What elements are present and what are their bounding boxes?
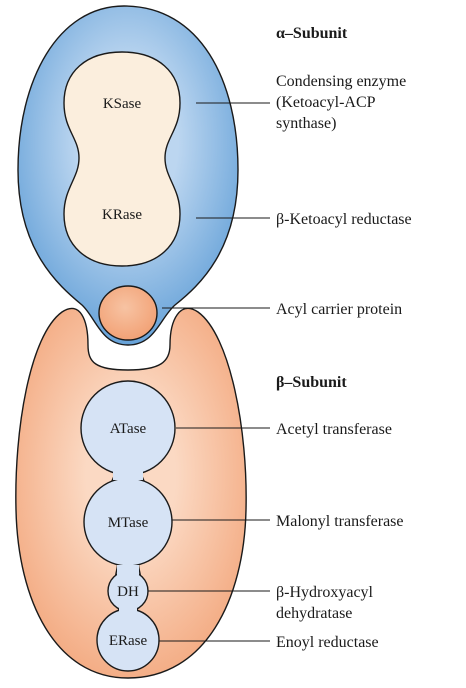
beta-subunit-heading: β–Subunit [276,374,347,391]
acyl-carrier-protein [99,286,157,340]
label-line: synthase) [276,115,336,132]
label-line: β-Hydroxyacyl [276,584,374,601]
malonyl-transferase-label: Malonyl transferase [276,513,404,530]
dh-label: DH [117,584,139,600]
ketoacyl-reductase-label: β-Ketoacyl reductase [276,211,412,228]
label-line: Condensing enzyme [276,73,406,90]
krase-label: KRase [102,207,142,223]
mtase-label: MTase [108,515,149,531]
ksase-label: KSase [103,96,142,112]
atase-label: ATase [110,421,147,437]
condensing-enzyme-label: Condensing enzyme (Ketoacyl-ACP synthase) [276,73,406,132]
erase-label: ERase [109,633,148,649]
acetyl-transferase-label: Acetyl transferase [276,421,392,438]
enoyl-reductase-label: Enoyl reductase [276,634,379,651]
alpha-domain-shape [64,52,180,266]
alpha-subunit-heading: α–Subunit [276,25,348,42]
hydroxyacyl-dehydratase-label: β-Hydroxyacyl dehydratase [276,584,374,622]
label-line: (Ketoacyl-ACP [276,94,376,111]
acyl-carrier-protein-label: Acyl carrier protein [276,301,402,318]
label-line: dehydratase [276,605,352,622]
